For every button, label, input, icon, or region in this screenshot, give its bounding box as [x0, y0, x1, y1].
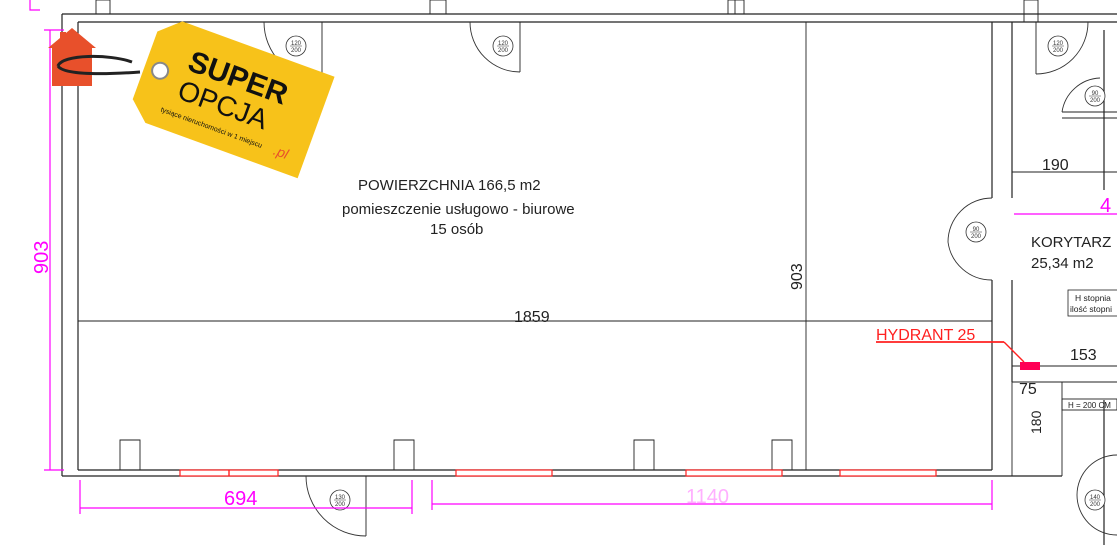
svg-text:120: 120: [291, 41, 302, 47]
svg-text:90: 90: [973, 227, 980, 233]
svg-text:200: 200: [971, 234, 982, 240]
corridor-note-line2: ilość stopni: [1070, 304, 1112, 314]
svg-text:200: 200: [1090, 98, 1101, 104]
svg-text:200: 200: [1090, 502, 1101, 508]
partitions: [78, 22, 1117, 545]
dim-corridor-top: 190: [1042, 157, 1069, 174]
svg-text:130: 130: [335, 495, 346, 501]
hydrant-label: HYDRANT 25: [876, 327, 975, 344]
dim-height-left: 903: [31, 241, 53, 274]
dim-small-75: 75: [1019, 381, 1037, 398]
price-tag: SUPER OPCJA tysiące nieruchomości w 1 mi…: [132, 21, 335, 179]
dim-small-180: 180: [1028, 410, 1044, 434]
svg-text:120: 120: [1053, 41, 1064, 47]
svg-text:120: 120: [498, 41, 509, 47]
dim-h200: H = 200 CM: [1068, 401, 1111, 410]
hydrant: HYDRANT 25: [876, 327, 1040, 370]
room-purpose: pomieszczenie usługowo - biurowe: [342, 201, 575, 218]
dim-corridor-mid: 153: [1070, 347, 1097, 364]
svg-text:140: 140: [1090, 495, 1101, 501]
dim-bottom-left: 694: [224, 488, 257, 510]
dim-cut-digit: 4: [1100, 195, 1111, 217]
dim-bottom-right: 1140: [686, 486, 729, 508]
svg-text:200: 200: [291, 48, 302, 54]
room-area-title: POWIERZCHNIA 166,5 m2: [358, 177, 541, 194]
super-opcja-logo: SUPER OPCJA tysiące nieruchomości w 1 mi…: [48, 21, 335, 179]
dim-height-inner: 903: [789, 263, 806, 290]
corridor-name: KORYTARZ: [1031, 234, 1111, 251]
svg-text:200: 200: [1053, 48, 1064, 54]
logo-domain: .pl: [271, 142, 291, 162]
dimension-lines: [29, 0, 1117, 514]
corridor-note-box: [1067, 289, 1117, 317]
svg-text:90: 90: [1092, 91, 1099, 97]
svg-text:200: 200: [335, 502, 346, 508]
bottom-columns: [119, 439, 793, 470]
svg-text:200: 200: [498, 48, 509, 54]
corridor-note-line1: H stopnia: [1075, 293, 1111, 303]
doors: [263, 21, 1117, 537]
hydrant-box: [1020, 362, 1040, 370]
corridor-area: 25,34 m2: [1031, 255, 1094, 272]
dim-width-main: 1859: [514, 309, 550, 326]
windows: [179, 469, 937, 477]
room-occupancy: 15 osób: [430, 221, 483, 238]
